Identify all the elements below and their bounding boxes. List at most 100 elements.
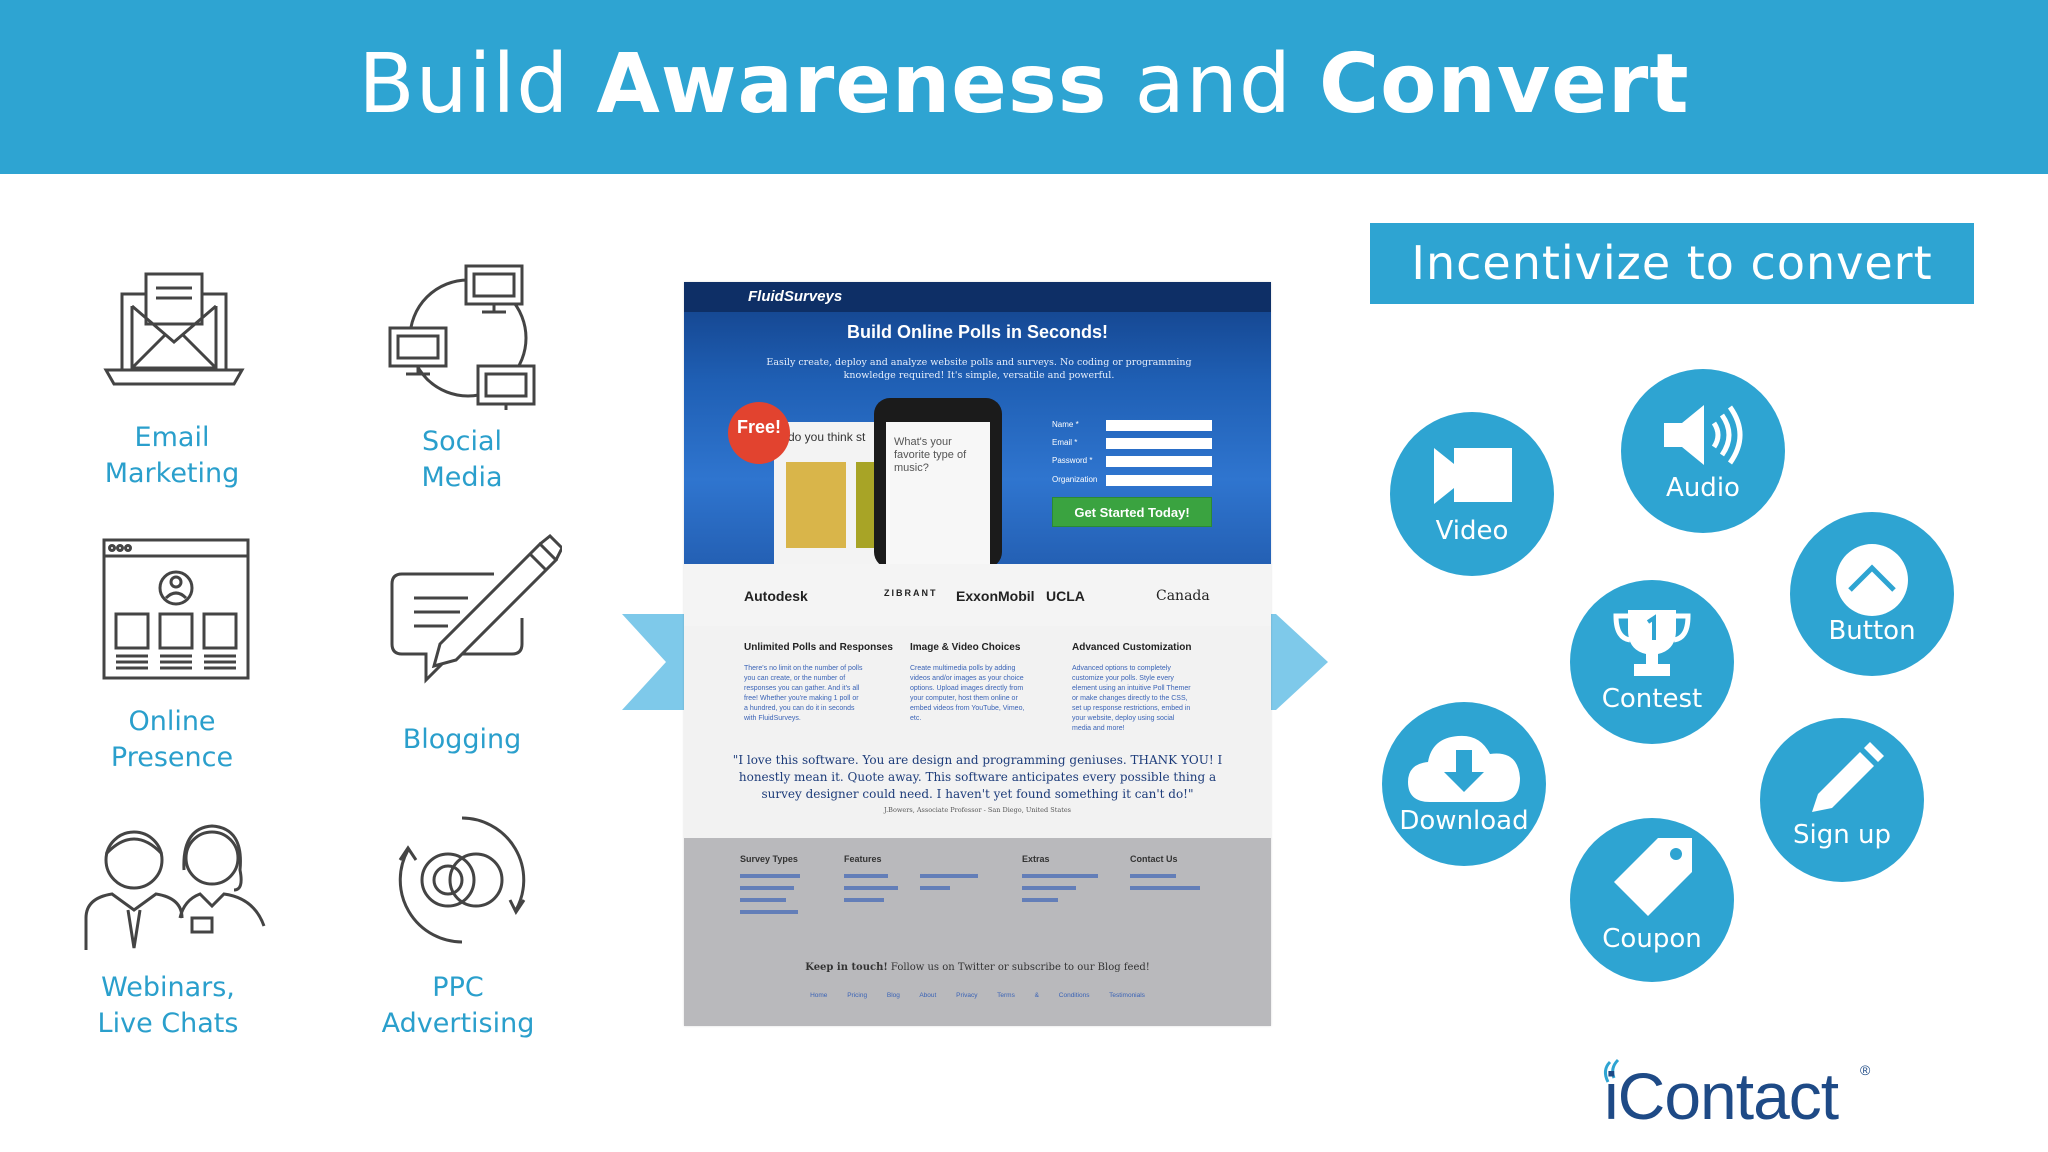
incentive-label: Coupon — [1602, 924, 1702, 954]
channel-line: Webinars, — [101, 972, 235, 1003]
feature-text: Advanced options to completely customize… — [1072, 665, 1191, 732]
footer-link-column — [1022, 886, 1076, 890]
client-logo: UCLA — [1046, 588, 1085, 604]
footer-link-column — [740, 898, 786, 902]
incentive-sign-up[interactable]: Sign up — [1760, 718, 1924, 882]
incentive-label: Sign up — [1793, 820, 1891, 850]
channel-line: Blogging — [402, 724, 522, 755]
footer-link-column — [920, 886, 950, 890]
landing-topbar — [684, 282, 1271, 312]
footer-links[interactable]: Home Pricing Blog About Privacy Terms & … — [810, 992, 1145, 999]
icontact-logo: iContact — [1604, 1059, 1839, 1133]
footer-heading: Features — [844, 854, 882, 864]
incentivize-banner: Incentivize to convert — [1370, 223, 1974, 304]
video-camera-icon — [1390, 446, 1554, 516]
footer-link-column — [1022, 874, 1098, 878]
phone-screen: What's your favorite type of music? — [886, 422, 990, 568]
incentive-audio[interactable]: Audio — [1621, 369, 1785, 533]
footer-link-column — [1130, 886, 1200, 890]
incentive-label: Button — [1828, 616, 1916, 646]
target-refresh-icon — [392, 810, 532, 950]
channel-label-social: Social Media — [362, 424, 562, 496]
incentive-coupon[interactable]: Coupon — [1570, 818, 1734, 982]
incentive-label: Video — [1435, 516, 1509, 546]
cloud-download-icon — [1382, 728, 1546, 802]
email-field[interactable] — [1106, 438, 1212, 449]
incentive-contest[interactable]: Contest — [1570, 580, 1734, 744]
channel-line: Presence — [110, 742, 234, 773]
channel-label-ppc: PPC Advertising — [358, 970, 558, 1042]
keep-in-touch: Keep in touch! Follow us on Twitter or s… — [684, 962, 1271, 973]
feature-text: There's no limit on the number of polls … — [744, 665, 863, 722]
tag-icon — [1570, 836, 1734, 916]
landing-subline: Easily create, deploy and analyze websit… — [766, 357, 1192, 381]
client-logo: Canada — [1156, 588, 1210, 604]
icontact-waves-icon — [1600, 1058, 1626, 1091]
channel-line: Media — [421, 462, 503, 493]
poll-card-image — [786, 462, 846, 548]
footer-heading: Survey Types — [740, 854, 798, 864]
landing-brand: FluidSurveys — [748, 288, 843, 305]
speaker-icon — [1621, 403, 1785, 473]
pen-speech-bubble-icon — [390, 534, 562, 686]
registered-mark: ® — [1860, 1062, 1871, 1078]
free-badge: Free! — [728, 402, 790, 464]
feature-text: Create multimedia polls by adding videos… — [910, 665, 1025, 722]
channel-line: PPC — [432, 972, 484, 1003]
website-icon — [102, 538, 250, 680]
title-bold-convert: Convert — [1318, 37, 1690, 132]
footer-link-column — [844, 886, 898, 890]
channel-line: Advertising — [381, 1008, 535, 1039]
footer-heading: Contact Us — [1130, 854, 1178, 864]
phone-mockup: What's your favorite type of music? — [874, 398, 1002, 568]
channel-line: Online — [128, 706, 216, 737]
footer-link-column — [844, 898, 884, 902]
testimonial-quote: "I love this software. You are design an… — [732, 753, 1223, 801]
people-icon — [84, 818, 266, 950]
channel-label-online: Online Presence — [72, 704, 272, 776]
client-logo: Autodesk — [744, 588, 808, 604]
client-logo: ExxonMobil — [956, 588, 1035, 604]
footer-link-column — [740, 910, 798, 914]
channel-label-webinars: Webinars, Live Chats — [68, 970, 268, 1042]
client-logo: ZIBRANT — [884, 588, 938, 598]
phone-question: What's your favorite type of music? — [894, 436, 967, 474]
incentive-button[interactable]: Button — [1790, 512, 1954, 676]
organization-field[interactable] — [1106, 475, 1212, 486]
pencil-icon — [1760, 742, 1924, 812]
footer-link-column — [740, 874, 800, 878]
footer-link-column — [920, 874, 978, 878]
form-label: Name * — [1052, 420, 1079, 429]
client-logos: Autodesk ZIBRANT ExxonMobil UCLA Canada — [684, 564, 1271, 626]
footer-link-column — [1130, 874, 1176, 878]
footer-heading: Extras — [1022, 854, 1050, 864]
landing-page-screenshot: FluidSurveys Build Online Polls in Secon… — [684, 282, 1271, 1026]
incentive-download[interactable]: Download — [1382, 702, 1546, 866]
form-label: Password * — [1052, 456, 1093, 465]
keep-in-touch-bold: Keep in touch! — [805, 962, 888, 973]
name-field[interactable] — [1106, 420, 1212, 431]
feature-title: Advanced Customization — [1072, 642, 1192, 653]
footer-link-column — [740, 886, 794, 890]
title-bold-awareness: Awareness — [596, 37, 1108, 132]
testimonial-author: J.Bowers, Associate Professor - San Dieg… — [884, 806, 1071, 814]
form-label: Email * — [1052, 438, 1078, 447]
incentive-video[interactable]: Video — [1390, 412, 1554, 576]
form-label: Organization — [1052, 475, 1098, 484]
password-field[interactable] — [1106, 456, 1212, 467]
page-title: Build Awareness and Convert — [0, 30, 2048, 140]
title-part-2: and — [1107, 37, 1319, 132]
header-banner: Build Awareness and Convert — [0, 0, 2048, 174]
feature-title: Unlimited Polls and Responses — [744, 642, 893, 653]
title-part-1: Build — [358, 37, 597, 132]
landing-hero: FluidSurveys Build Online Polls in Secon… — [684, 282, 1271, 568]
channel-label-blogging: Blogging — [362, 722, 562, 758]
footer-link-column — [1022, 898, 1058, 902]
keep-in-touch-rest: Follow us on Twitter or subscribe to our… — [887, 962, 1150, 973]
get-started-button[interactable]: Get Started Today! — [1052, 497, 1212, 527]
chevron-up-icon — [1790, 540, 1954, 616]
network-computers-icon — [386, 262, 542, 412]
channel-line: Social — [421, 426, 503, 457]
landing-footer: Survey Types Features Extras Contact Us … — [684, 838, 1271, 1026]
email-laptop-icon — [102, 272, 246, 404]
